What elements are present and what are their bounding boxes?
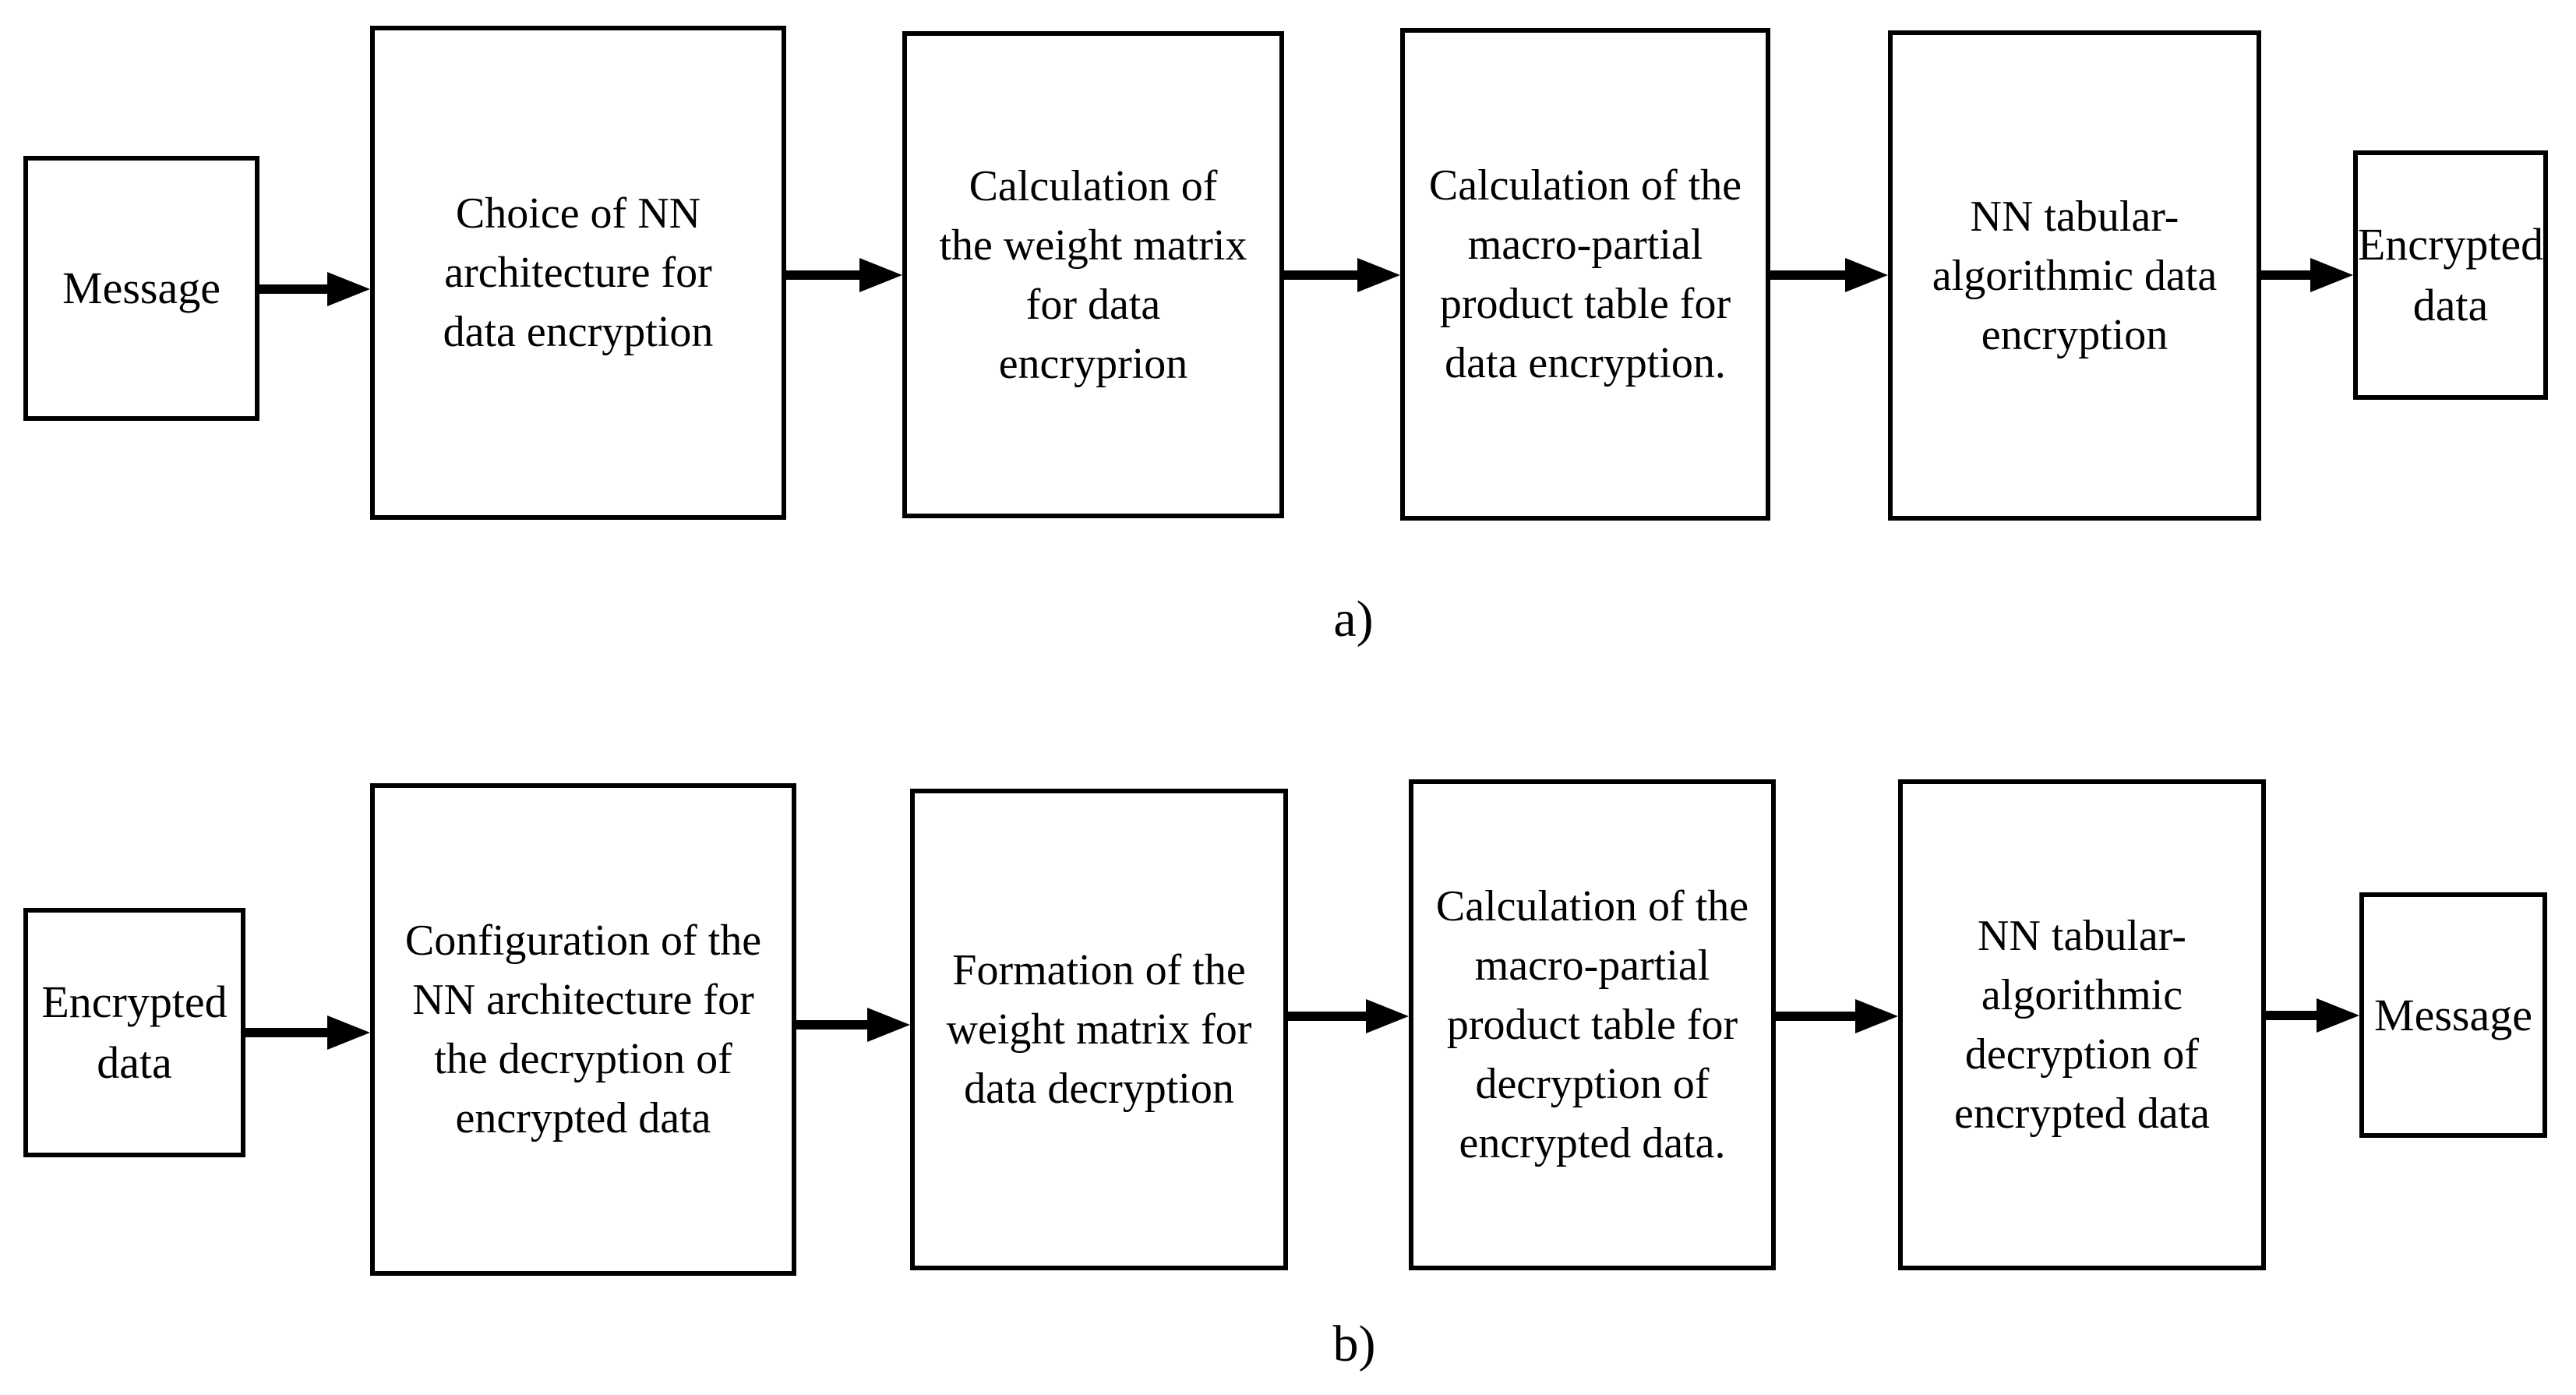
- arrowhead-icon: [867, 1008, 910, 1042]
- arrowhead-icon: [2317, 998, 2359, 1033]
- arrow-shaft: [245, 1028, 331, 1037]
- box-decryption-step-4: NN tabular- algorithmic decryption of en…: [1898, 779, 2266, 1270]
- arrow-step1-to-step2: [786, 258, 902, 292]
- arrowhead-icon: [327, 1015, 370, 1050]
- box-decryption-step-3: Calculation of the macro-partial product…: [1409, 779, 1776, 1270]
- arrow-shaft: [786, 270, 863, 280]
- arrowhead-icon: [1366, 999, 1409, 1033]
- box-encryption-step-1: Choice of NN architecture for data encry…: [370, 26, 786, 520]
- arrow-encrypted-to-step1: [245, 1015, 370, 1050]
- arrow-shaft: [1776, 1012, 1859, 1021]
- box-encryption-step-4: NN tabular- algorithmic data encryption: [1888, 30, 2261, 521]
- box-encrypted-input-label: Encrypted data: [41, 976, 228, 1088]
- arrow-step1-to-step2: [796, 1008, 910, 1042]
- box-decryption-step-1-label: Configuration of the NN architecture for…: [404, 916, 762, 1142]
- row-a-caption: a): [1333, 591, 1374, 648]
- box-encrypted-output-label: Encrypted data: [2357, 219, 2544, 330]
- arrow-shaft: [796, 1020, 871, 1029]
- box-encrypted-input: Encrypted data: [23, 908, 245, 1157]
- box-encryption-step-3: Calculation of the macro-partial product…: [1400, 28, 1770, 521]
- arrowhead-icon: [1855, 999, 1898, 1033]
- arrowhead-icon: [1357, 258, 1400, 292]
- box-decryption-step-1: Configuration of the NN architecture for…: [370, 783, 796, 1276]
- box-decryption-step-2: Formation of the weight matrix for data …: [910, 789, 1288, 1270]
- arrow-shaft: [259, 284, 331, 294]
- arrow-shaft: [2266, 1011, 2320, 1020]
- box-decryption-step-3-label: Calculation of the macro-partial product…: [1435, 882, 1749, 1167]
- arrow-shaft: [1288, 1012, 1370, 1021]
- arrow-shaft: [1284, 270, 1361, 280]
- arrow-step3-to-step4: [1776, 999, 1898, 1033]
- box-message-input-label: Message: [62, 263, 221, 313]
- arrow-step4-to-message-output: [2266, 998, 2359, 1033]
- arrow-shaft: [1770, 270, 1849, 280]
- box-message-input: Message: [23, 156, 259, 421]
- arrowhead-icon: [2310, 258, 2353, 292]
- arrowhead-icon: [859, 258, 902, 292]
- arrow-step2-to-step3: [1284, 258, 1400, 292]
- row-b-caption: b): [1332, 1316, 1376, 1372]
- box-encryption-step-2: Calculation of the weight matrix for dat…: [902, 31, 1284, 518]
- box-decryption-step-4-label: NN tabular- algorithmic decryption of en…: [1953, 912, 2211, 1138]
- arrow-step3-to-step4: [1770, 258, 1888, 292]
- box-encryption-step-2-label: Calculation of the weight matrix for dat…: [939, 161, 1247, 388]
- box-message-output: Message: [2359, 892, 2547, 1138]
- box-decryption-step-2-label: Formation of the weight matrix for data …: [946, 946, 1252, 1113]
- box-encryption-step-4-label: NN tabular- algorithmic data encryption: [1932, 192, 2218, 359]
- box-encrypted-output: Encrypted data: [2353, 150, 2548, 400]
- arrow-step4-to-encrypted-output: [2261, 258, 2353, 292]
- arrow-step2-to-step3: [1288, 999, 1409, 1033]
- arrow-message-to-step1: [259, 272, 370, 306]
- arrowhead-icon: [1845, 258, 1888, 292]
- box-encryption-step-3-label: Calculation of the macro-partial product…: [1428, 161, 1742, 387]
- box-encryption-step-1-label: Choice of NN architecture for data encry…: [443, 189, 714, 356]
- box-message-output-label: Message: [2374, 989, 2532, 1040]
- arrow-shaft: [2261, 270, 2314, 280]
- arrowhead-icon: [327, 272, 370, 306]
